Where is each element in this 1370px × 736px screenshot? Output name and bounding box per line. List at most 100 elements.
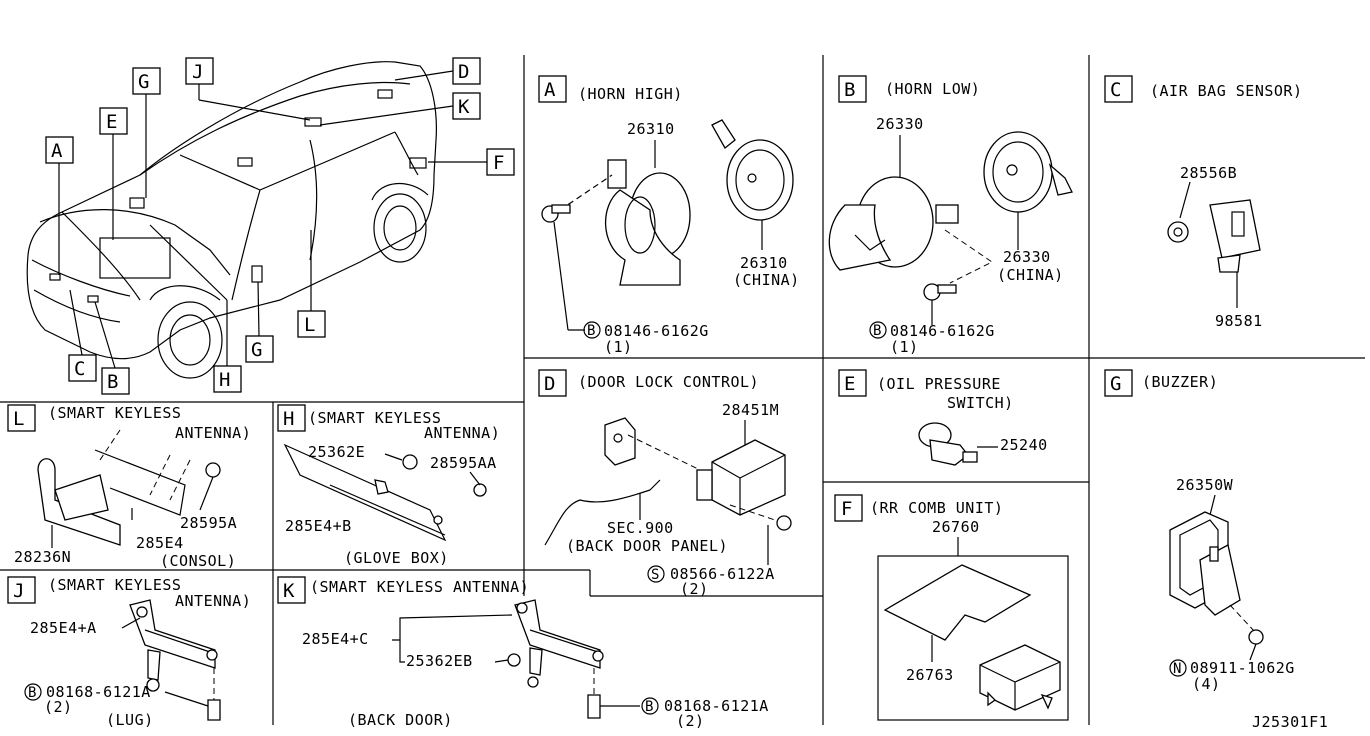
section-H: H (SMART KEYLESS ANTENNA) 25362E 28595AA… (277, 404, 500, 567)
horn-low-bolt-qty: (1) (890, 338, 919, 356)
horn-low-icon (828, 176, 959, 271)
horn-low-bolt-number: 08146-6162G (890, 322, 995, 340)
airbag-sensor-icon (1209, 199, 1261, 273)
consol-antenna-bracket-icon (37, 429, 191, 546)
section-E-title-line1: (OIL PRESSURE (877, 375, 1001, 393)
section-E-letter: E (844, 373, 855, 395)
callout-C-label: C (74, 358, 85, 380)
callout-G: G (132, 67, 161, 198)
section-J: J (SMART KEYLESS ANTENNA) 285E4+A B 0816… (7, 576, 251, 729)
diagram-code: J25301F1 (1252, 713, 1328, 731)
buzzer-nut-qty: (4) (1192, 675, 1221, 693)
section-B-letter: B (844, 79, 855, 101)
section-G-title: (BUZZER) (1142, 373, 1218, 391)
lug-antenna-bracket-icon (129, 599, 221, 721)
glovebox-antenna-number: 285E4+B (285, 517, 352, 535)
buzzer-part-number: 26350W (1176, 476, 1234, 494)
callout-H: H (149, 224, 242, 393)
section-H-title-line1: (SMART KEYLESS (308, 409, 441, 427)
oil-pressure-part-number: 25240 (1000, 436, 1048, 454)
section-J-letter: J (13, 580, 24, 602)
backdoor-bolt-number: 08168-6121A (664, 697, 769, 715)
callout-J-label: J (192, 61, 203, 83)
rr-comb-sheet-icon (883, 564, 1032, 641)
callout-E: E (99, 107, 128, 240)
horn-low-bolt-icon (923, 283, 957, 301)
callout-K: K (319, 92, 481, 126)
section-F-title: (RR COMB UNIT) (870, 499, 1003, 517)
lug-bolt-symbol: B (28, 685, 37, 701)
door-lock-unit-icon (696, 439, 786, 516)
horn-high-icon (541, 159, 691, 286)
section-L: L (SMART KEYLESS ANTENNA) 28595A 285E4 2… (7, 404, 251, 570)
horn-low-china-part-number: 26330 (1003, 248, 1051, 266)
callout-A-label: A (51, 140, 63, 162)
lug-note: (LUG) (106, 711, 154, 729)
lug-bolt-number: 08168-6121A (46, 683, 151, 701)
door-lock-section-note: (BACK DOOR PANEL) (566, 537, 728, 555)
horn-high-bolt-symbol: B (587, 323, 596, 339)
buzzer-nut-number: 08911-1062G (1190, 659, 1295, 677)
section-D-title: (DOOR LOCK CONTROL) (578, 373, 759, 391)
section-L-title-line1: (SMART KEYLESS (48, 404, 181, 422)
callout-L: L (297, 230, 326, 338)
door-lock-screw-number: 08566-6122A (670, 565, 775, 583)
section-D: D (DOOR LOCK CONTROL) 28451M SEC.900 (BA… (538, 369, 792, 598)
rr-comb-assembly-number: 26760 (932, 518, 980, 536)
section-K-letter: K (283, 580, 295, 602)
lug-antenna-number: 285E4+A (30, 619, 97, 637)
callout-G2: G (245, 281, 274, 363)
section-B-title: (HORN LOW) (885, 80, 980, 98)
horn-high-bolt-number: 08146-6162G (604, 322, 709, 340)
door-lock-screw-icon (776, 515, 792, 531)
backdoor-bolt-symbol: B (645, 699, 654, 715)
callout-F-label: F (493, 152, 504, 174)
backdoor-wire-number: 25362EB (406, 652, 473, 670)
consol-antenna-number: 285E4 (136, 534, 184, 552)
consol-screw-number: 28595A (180, 514, 237, 532)
section-J-title-line2: ANTENNA) (175, 592, 251, 610)
section-A: A (HORN HIGH) 26310 26310 (CHINA) B 0814… (538, 75, 799, 356)
section-grid (0, 55, 1365, 725)
door-lock-section-ref: SEC.900 (607, 519, 674, 537)
section-A-letter: A (544, 79, 556, 101)
section-B: B (HORN LOW) 26330 26330 (CHINA) B 08146… (828, 75, 1073, 356)
horn-low-part-number: 26330 (876, 115, 924, 133)
glovebox-note: (GLOVE BOX) (344, 549, 449, 567)
callout-H-label: H (219, 369, 230, 391)
callout-A: A (45, 136, 74, 275)
section-A-title: (HORN HIGH) (578, 85, 683, 103)
section-G-letter: G (1110, 373, 1121, 395)
callout-J: J (185, 57, 311, 121)
airbag-nut-icon (1167, 221, 1189, 243)
airbag-sensor-part-number: 98581 (1215, 312, 1263, 330)
vehicle-overview (26, 61, 437, 379)
section-L-letter: L (13, 408, 24, 430)
door-lock-bracket-icon (604, 417, 636, 466)
callout-F: F (428, 148, 515, 176)
section-C-title: (AIR BAG SENSOR) (1150, 82, 1303, 100)
callout-D: D (394, 57, 481, 85)
section-H-title-line2: ANTENNA) (424, 424, 500, 442)
horn-high-part-number: 26310 (627, 120, 675, 138)
callout-C: C (68, 289, 97, 382)
section-C: C (AIR BAG SENSOR) 28556B 98581 (1104, 75, 1303, 330)
glovebox-wire-number: 25362E (308, 443, 365, 461)
callout-G2-label: G (251, 339, 262, 361)
callout-E-label: E (106, 111, 117, 133)
door-lock-part-number: 28451M (722, 401, 779, 419)
section-L-title-line2: ANTENNA) (175, 424, 251, 442)
door-lock-screw-qty: (2) (680, 580, 709, 598)
horn-low-china-note: (CHINA) (997, 266, 1064, 284)
glovebox-screw-number: 28595AA (430, 454, 497, 472)
callout-G-label: G (138, 71, 149, 93)
horn-high-bolt-qty: (1) (604, 338, 633, 356)
section-J-title-line1: (SMART KEYLESS (48, 576, 181, 594)
backdoor-bolt-qty: (2) (676, 712, 705, 730)
buzzer-icon (1169, 511, 1241, 616)
section-K-title: (SMART KEYLESS ANTENNA) (310, 578, 529, 596)
horn-low-bolt-symbol: B (873, 323, 882, 339)
section-E-title-line2: SWITCH) (947, 394, 1014, 412)
horn-low-china-icon (983, 131, 1073, 213)
